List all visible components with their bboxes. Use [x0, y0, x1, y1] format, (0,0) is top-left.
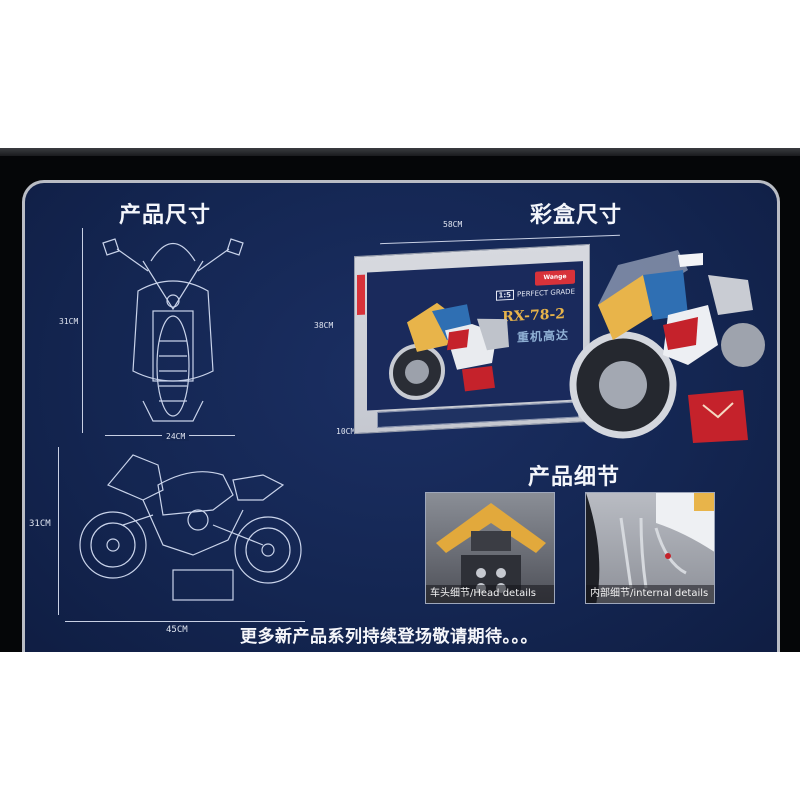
product-size-title: 产品尺寸: [119, 203, 212, 228]
box-red-stripe: [357, 274, 365, 316]
side-length-line: [65, 621, 305, 622]
front-height-line: [82, 228, 83, 433]
side-height-label: 31CM: [29, 519, 51, 529]
box-width-label: 58CM: [443, 220, 463, 229]
head-details-image: [436, 503, 546, 593]
built-model-photo: [569, 250, 765, 443]
front-blueprint-motorcycle: [93, 231, 253, 426]
head-details-caption: 车头细节/Head details: [426, 585, 554, 603]
box-width-line: [380, 234, 620, 245]
head-details-thumbnail: 车头细节/Head details: [425, 492, 555, 604]
box-depth-label: 10CM: [336, 427, 356, 436]
front-height-label: 31CM: [59, 317, 79, 326]
side-length-label: 45CM: [166, 625, 188, 635]
internal-details-thumbnail: 内部细节/internal details: [585, 492, 715, 604]
side-blueprint-motorcycle: [63, 445, 313, 615]
bottom-white-area: [0, 652, 800, 800]
front-width-label: 24CM: [162, 432, 190, 441]
internal-details-image: [586, 493, 714, 603]
box-size-title: 彩盒尺寸: [530, 203, 623, 228]
box-height-label: 38CM: [314, 321, 334, 330]
internal-details-caption: 内部细节/internal details: [586, 585, 714, 603]
model-subtitle: 重机高达: [516, 327, 569, 345]
footer-slogan: 更多新产品系列持续登场敬请期待。。。: [240, 627, 538, 647]
top-frame-strip: [0, 148, 800, 156]
product-details-title: 产品细节: [528, 465, 621, 490]
side-height-line: [58, 447, 59, 615]
box-motorcycle-image: [389, 302, 509, 400]
